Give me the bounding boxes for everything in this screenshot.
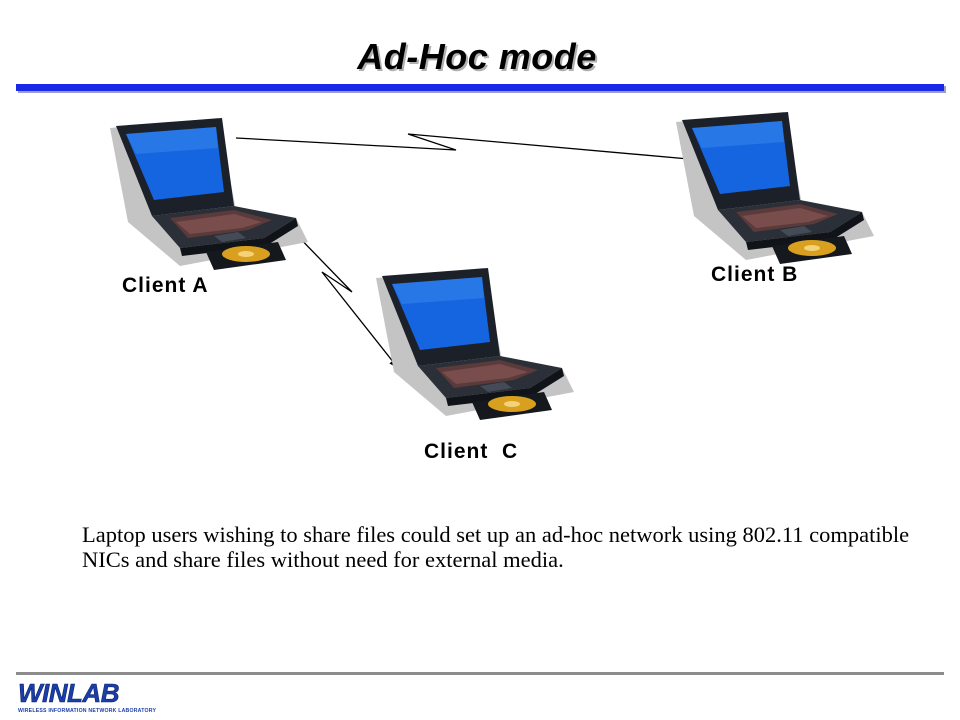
wireless-link-icon bbox=[235, 133, 701, 164]
client-c-label: Client C bbox=[424, 440, 519, 463]
svg-text:WIRELESS INFORMATION NETWORK L: WIRELESS INFORMATION NETWORK LABORATORY bbox=[18, 708, 156, 714]
description-text: Laptop users wishing to share files coul… bbox=[82, 522, 910, 572]
svg-text:WINLAB: WINLAB bbox=[18, 678, 119, 708]
title-divider bbox=[16, 84, 944, 91]
laptop-icon bbox=[376, 268, 574, 420]
page-title: Ad-Hoc mode bbox=[357, 36, 597, 77]
wireless-link-icon bbox=[289, 227, 399, 369]
laptop-icon bbox=[676, 112, 874, 264]
client-b-label: Client B bbox=[711, 263, 799, 286]
winlab-logo: WINLAB WIRELESS INFORMATION NETWORK LABO… bbox=[18, 678, 156, 714]
footer-divider bbox=[16, 672, 944, 675]
client-a-label: Client A bbox=[122, 274, 209, 297]
